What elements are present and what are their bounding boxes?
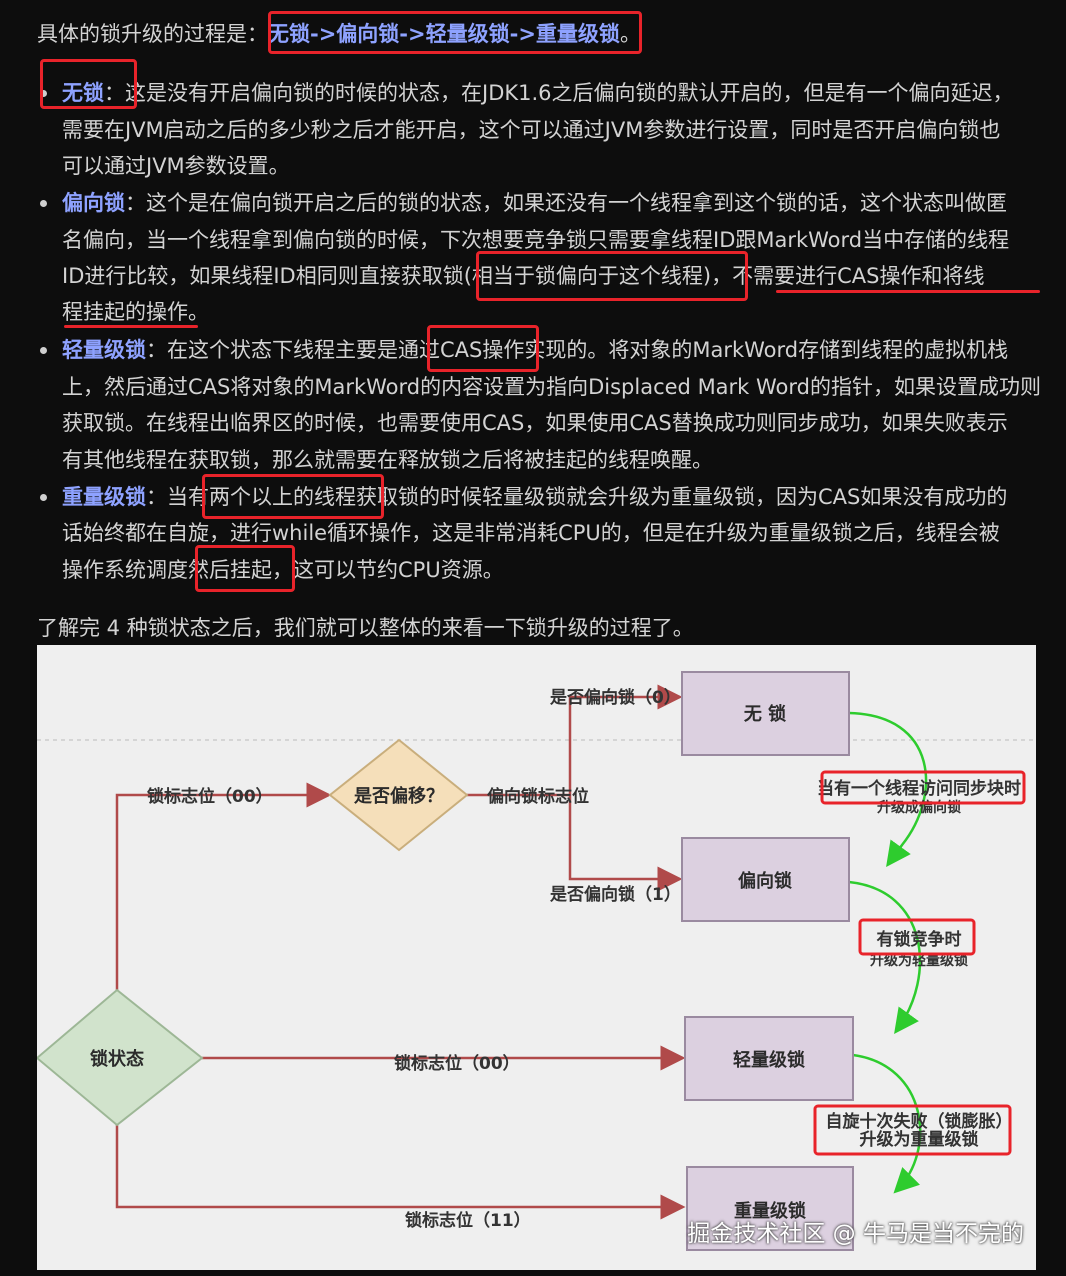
node-is-biased xyxy=(328,738,469,852)
item3-line4: 有其他线程在获取锁，那么就需要在释放锁之后将被挂起的线程唤醒。 xyxy=(62,448,713,472)
transition-3-line2: 升级为重量级锁 xyxy=(860,1129,979,1150)
node-lock-state-label: 锁状态 xyxy=(90,1048,144,1070)
edge-flag00-top xyxy=(115,782,332,990)
term-no-lock: 无锁 xyxy=(62,81,104,105)
node-no-lock-label: 无 锁 xyxy=(744,703,786,725)
annotation-box xyxy=(427,325,539,372)
item1-line2: 需要在JVM启动之后的多少秒之后才能开启，这个可以通过JVM参数进行设置，同时是… xyxy=(62,118,1001,142)
edge-label-biased-0: 是否偏向锁（0） xyxy=(550,687,681,708)
edge-label-biased-1: 是否偏向锁（1） xyxy=(550,884,681,905)
edge-label-flag00-top: 锁标志位（00） xyxy=(147,786,273,807)
item2-line1: 偏向锁：这个是在偏向锁开启之后的锁的状态，如果还没有一个线程拿到这个锁的话，这个… xyxy=(62,191,1007,215)
lock-upgrade-diagram: 锁状态 是否偏移？ 无 锁 偏向锁 轻量级锁 重量级锁 锁标志位（00） 偏向锁… xyxy=(37,645,1036,1270)
item1-line1: 无锁：这是没有开启偏向锁的时候的状态，在JDK1.6之后偏向锁的默认开启的，但是… xyxy=(62,81,1014,105)
term-heavyweight-lock: 重量级锁 xyxy=(62,485,146,509)
item3-line3: 获取锁。在线程出临界区的时候，也需要使用CAS，如果使用CAS替换成功则同步成功… xyxy=(62,411,1008,435)
intro-line: 具体的锁升级的过程是：无锁->偏向锁->轻量级锁->重量级锁。 xyxy=(37,19,641,49)
node-biased-label: 偏向锁 xyxy=(738,870,792,892)
annotation-underline xyxy=(776,290,1040,293)
bullet xyxy=(40,494,47,501)
intro-prefix: 具体的锁升级的过程是： xyxy=(37,22,268,46)
diagram-svg: 锁状态 是否偏移？ 无 锁 偏向锁 轻量级锁 重量级锁 锁标志位（00） 偏向锁… xyxy=(37,671,1036,1251)
edge-label-flag00-mid: 锁标志位（00） xyxy=(394,1053,520,1074)
summary-text: 了解完 4 种锁状态之后，我们就可以整体的来看一下锁升级的过程了。 xyxy=(37,616,694,640)
transition-arrows xyxy=(848,711,928,1194)
annotation-box xyxy=(268,11,642,54)
annotation-box xyxy=(820,770,1026,805)
node-is-biased-label: 是否偏移？ xyxy=(353,785,444,807)
bullet xyxy=(40,200,47,207)
node-lightweight xyxy=(684,1016,854,1101)
term-lightweight-lock: 轻量级锁 xyxy=(62,338,146,362)
annotation-box xyxy=(202,474,384,519)
node-no-lock xyxy=(681,671,850,756)
transition-2-line1: 有锁竞争时 xyxy=(877,929,962,950)
edge-biased-1 xyxy=(568,795,683,892)
node-heavyweight-label: 重量级锁 xyxy=(734,1200,806,1222)
node-heavyweight xyxy=(686,1166,854,1251)
item2-line2: 名偏向，当一个线程拿到偏向锁的时候，下次想要竞争锁只需要拿线程ID跟MarkWo… xyxy=(62,228,1010,252)
annotation-box xyxy=(858,918,976,956)
item4-line3: 操作系统调度然后挂起，这可以节约CPU资源。 xyxy=(62,558,504,582)
annotation-box xyxy=(40,59,137,109)
item3-line2: 上，然后通过CAS将对象的MarkWord的内容设置为指向Displaced M… xyxy=(62,375,1041,399)
intro-path: 无锁->偏向锁->轻量级锁->重量级锁 xyxy=(268,22,620,46)
item2-line3: ID进行比较，如果线程ID相同则直接获取锁(相当于锁偏向于这个线程)，不需要进行… xyxy=(62,264,985,288)
bullet xyxy=(40,347,47,354)
transition-1-line1: 当有一个线程访问同步块时 xyxy=(817,778,1021,799)
term-biased-lock: 偏向锁 xyxy=(62,191,125,215)
intro-suffix: 。 xyxy=(619,22,641,46)
item3-line1: 轻量级锁：在这个状态下线程主要是通过CAS操作实现的。将对象的MarkWord存… xyxy=(62,338,1009,362)
node-lightweight-label: 轻量级锁 xyxy=(733,1049,805,1071)
edge-biased-0 xyxy=(568,684,683,795)
bullet xyxy=(40,90,47,97)
edge-flag11 xyxy=(115,1125,686,1220)
annotation-underline xyxy=(64,325,198,328)
watermark: 掘金技术社区 @ 牛马是当不完的 xyxy=(687,1221,1024,1247)
item4-line1: 重量级锁：当有两个以上的线程获取锁的时候轻量级锁就会升级为重量级锁，因为CAS如… xyxy=(62,485,1008,509)
edge-label-flag11: 锁标志位（11） xyxy=(405,1210,531,1231)
annotation-box xyxy=(476,251,748,301)
item2-line4: 程挂起的操作。 xyxy=(62,300,209,324)
item1-line3: 可以通过JVM参数设置。 xyxy=(62,154,290,178)
diagram-edges xyxy=(115,684,686,1220)
transition-2-line2: 升级为轻量级锁 xyxy=(870,952,968,969)
item4-line2: 话始终都在自旋，进行while循环操作，这是非常消耗CPU的，但是在升级为重量级… xyxy=(62,521,1000,545)
node-biased xyxy=(681,837,850,922)
annotation-box xyxy=(813,1104,1012,1156)
edge-label-biased-flag: 偏向锁标志位 xyxy=(487,786,589,807)
annotation-box xyxy=(195,545,295,592)
node-lock-state xyxy=(37,988,204,1127)
transition-3-line1: 自旋十次失败（锁膨胀） xyxy=(826,1111,1013,1132)
